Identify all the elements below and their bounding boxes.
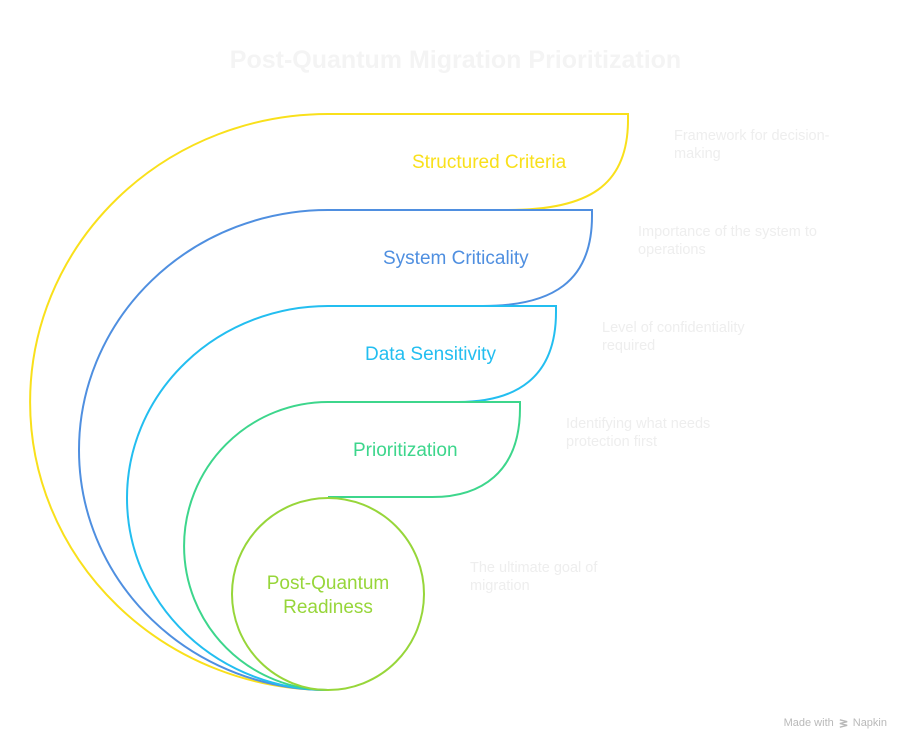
layer-description-system-criticality: Importance of the system to operations: [638, 224, 817, 258]
core-description: The ultimate goal of migration: [470, 560, 598, 594]
core-label-line2: Readiness: [283, 597, 373, 618]
layer-description-prioritization: Identifying what needs protection first: [566, 416, 711, 450]
napkin-logo-icon: [839, 718, 848, 728]
layer-shape-data-sensitivity: [126, 305, 557, 691]
diagram-title: Post-Quantum Migration Prioritization: [229, 46, 682, 74]
layer-label-structured-criteria: Structured Criteria: [412, 152, 567, 173]
layer-shape-prioritization: [183, 401, 521, 691]
napkin-brand-text: Napkin: [852, 717, 887, 729]
layer-label-system-criticality: System Criticality: [383, 248, 529, 269]
made-with-text: Made with: [783, 717, 834, 729]
layer-label-prioritization: Prioritization: [353, 440, 458, 461]
layer-shape-structured-criteria: [29, 113, 629, 691]
core-circle: [231, 497, 425, 691]
layer-description-data-sensitivity: Level of confidentiality required: [602, 320, 745, 354]
core-label-line1: Post-Quantum: [266, 573, 390, 594]
footer-attribution: Made with Napkin: [784, 717, 887, 729]
core-label: Post-Quantum Readiness: [248, 572, 408, 620]
layer-label-data-sensitivity: Data Sensitivity: [365, 344, 496, 365]
layer-description-structured-criteria: Framework for decision-making: [674, 128, 830, 162]
layer-shape-system-criticality: [78, 209, 593, 691]
